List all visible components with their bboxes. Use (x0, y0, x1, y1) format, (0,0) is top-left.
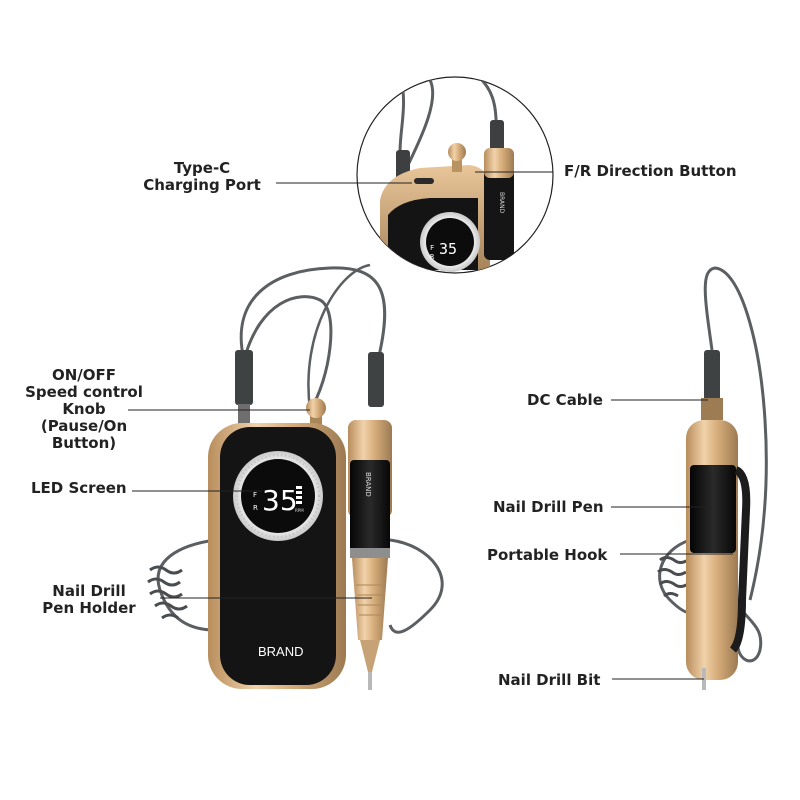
leader-lines (128, 171, 733, 680)
main-direction-f: F (253, 491, 257, 499)
dc-cable-label: DC Cable (527, 391, 603, 409)
main-direction-r: R (253, 504, 258, 512)
main-speed-unit: RPM (295, 508, 304, 513)
inset-direction-f: F (430, 244, 434, 252)
nail-drill-pen-label: Nail Drill Pen (493, 498, 604, 516)
inset-direction-r: R (430, 253, 435, 261)
inset-pen-brand: BRAND (498, 192, 505, 214)
detail-inset: F R 35 BRAND (356, 76, 554, 274)
fr-direction-button-label: F/R Direction Button (564, 162, 737, 180)
led-screen-label: LED Screen (31, 479, 127, 497)
pen-holder-label: Nail Drill Pen Holder (42, 582, 136, 617)
main-brand: BRAND (258, 644, 304, 659)
main-device (147, 263, 444, 690)
on-off-knob-label: ON/OFF Speed control Knob (Pause/On Butt… (25, 366, 143, 452)
nail-drill-bit-label: Nail Drill Bit (498, 671, 601, 689)
main-speed-readout: 35 (262, 484, 298, 517)
side-device (657, 266, 768, 690)
portable-hook-label: Portable Hook (487, 546, 608, 564)
inset-speed-readout: 35 (439, 240, 457, 258)
type-c-port-label: Type-C Charging Port (143, 159, 261, 194)
main-pen-brand: BRAND (364, 472, 372, 497)
